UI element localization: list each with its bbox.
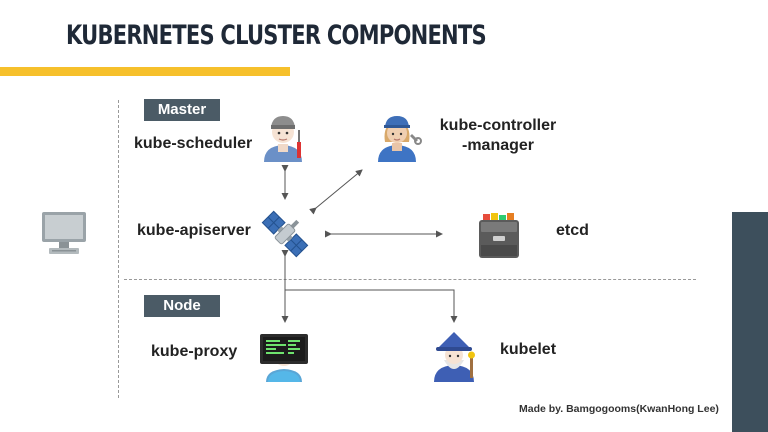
- file-cabinet-icon: [479, 213, 519, 258]
- kubelet-label: kubelet: [500, 341, 557, 358]
- computer-icon: [42, 212, 86, 254]
- satellite-icon: [261, 210, 309, 258]
- credit-text: Made by. Bamgogooms(KwanHong Lee): [519, 403, 719, 415]
- side-panel: [732, 212, 768, 432]
- etcd-label: etcd: [556, 222, 589, 239]
- master-section-label: Master: [144, 99, 220, 121]
- kube-controller-label-line2: -manager: [461, 137, 535, 154]
- mechanic-woman-icon: [378, 116, 422, 162]
- vertical-divider: [118, 100, 119, 398]
- title-accent-bar: [0, 67, 290, 76]
- page-title: KUBERNETES CLUSTER COMPONENTS: [66, 20, 487, 51]
- technologist-icon: [260, 334, 308, 382]
- arrow-apiserver-kubelet: [285, 289, 458, 323]
- mage-icon: [434, 332, 475, 382]
- horizontal-divider: [124, 279, 696, 280]
- node-section-label: Node: [144, 295, 220, 317]
- kube-apiserver-label: kube-apiserver: [137, 222, 251, 239]
- kube-controller-label-line1: kube-controller: [439, 117, 557, 134]
- arrow-apiserver-controller: [309, 169, 363, 215]
- kube-proxy-label: kube-proxy: [151, 343, 238, 360]
- kube-scheduler-label: kube-scheduler: [134, 135, 253, 152]
- kube-controller-manager-label: kube-controller -manager: [432, 116, 564, 156]
- mechanic-icon: [264, 116, 302, 162]
